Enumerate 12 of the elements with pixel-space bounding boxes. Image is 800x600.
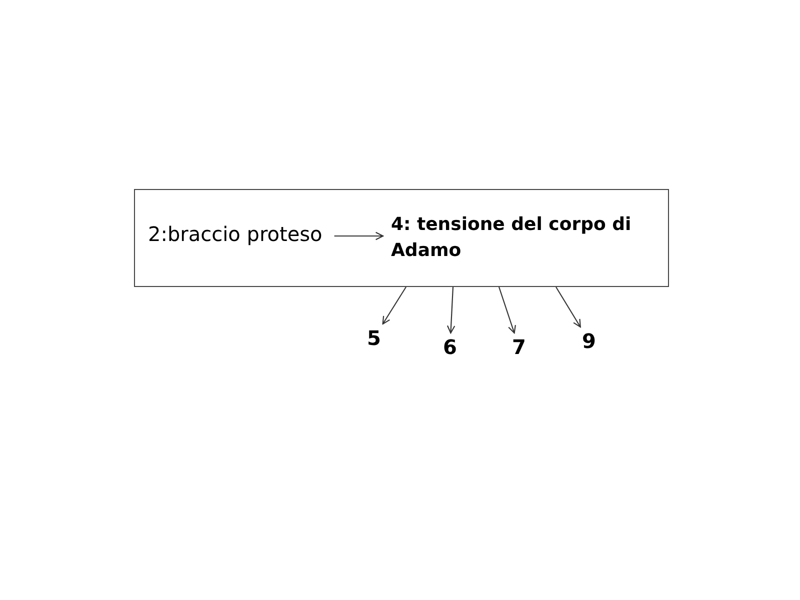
arrow: [498, 286, 516, 334]
callout-number: 7: [512, 336, 526, 358]
node-label: 4: tensione del corpo di Adamo: [391, 212, 663, 264]
outline-box: [134, 189, 669, 287]
arrow: [334, 232, 384, 240]
arrow: [556, 286, 581, 328]
node-label: 2:braccio proteso: [148, 222, 322, 246]
arrow: [446, 286, 456, 334]
callout-number: 9: [582, 330, 596, 352]
callout-number: 6: [443, 336, 457, 358]
callout-number: 5: [367, 327, 381, 349]
arrow: [382, 286, 406, 325]
